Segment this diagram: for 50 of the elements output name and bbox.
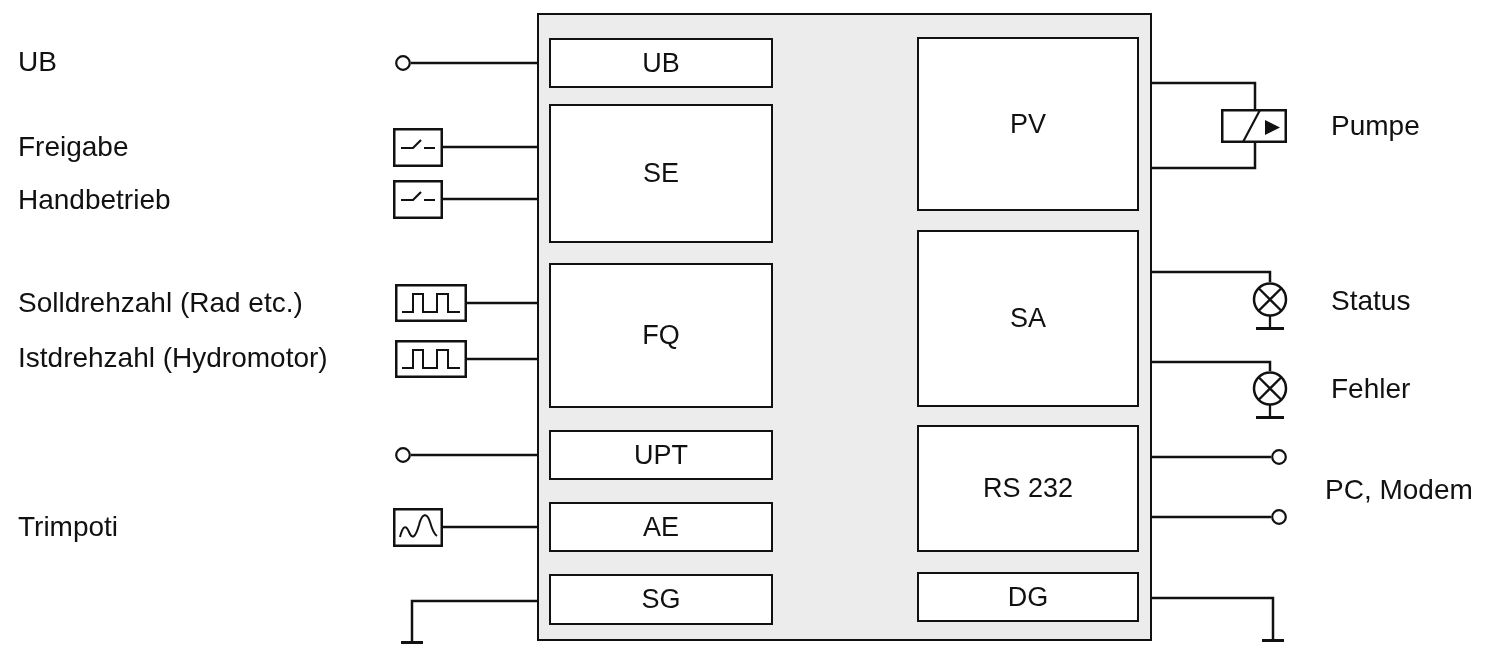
function-block: SE <box>549 104 773 243</box>
signal-label: Solldrehzahl (Rad etc.) <box>18 286 303 320</box>
signal-label: Handbetrieb <box>18 183 171 217</box>
switch-icon <box>393 128 443 167</box>
wire <box>1152 360 1272 371</box>
function-block: SA <box>917 230 1139 407</box>
pulse-signal-icon <box>395 340 467 378</box>
terminal-icon <box>1271 449 1287 465</box>
switch-icon <box>393 180 443 219</box>
signal-label: Fehler <box>1331 372 1411 406</box>
signal-label: PC, Modem <box>1325 473 1473 507</box>
function-block: RS 232 <box>917 425 1139 552</box>
signal-label: Status <box>1331 284 1411 318</box>
signal-label: Freigabe <box>18 130 129 164</box>
solenoid-valve-icon <box>1221 109 1287 143</box>
wire <box>411 453 537 457</box>
function-block: UPT <box>549 430 773 480</box>
signal-label: Trimpoti <box>18 510 119 544</box>
wire <box>1152 81 1257 109</box>
ground-icon <box>1261 626 1285 642</box>
wire <box>467 301 537 305</box>
terminal-icon <box>395 447 411 463</box>
wire <box>443 145 537 149</box>
terminal-icon <box>395 55 411 71</box>
pulse-signal-icon <box>395 284 467 322</box>
function-block: SG <box>549 574 773 625</box>
wire <box>1152 143 1257 170</box>
wire <box>443 525 537 529</box>
sine-signal-icon <box>393 508 443 547</box>
device-housing <box>537 13 1152 641</box>
function-block: UB <box>549 38 773 88</box>
function-block: PV <box>917 37 1139 211</box>
wire <box>1152 270 1272 282</box>
wire <box>411 61 537 65</box>
function-block: AE <box>549 502 773 552</box>
signal-label: UB <box>18 45 57 79</box>
lamp-icon <box>1250 282 1290 330</box>
lamp-icon <box>1250 371 1290 419</box>
wire <box>1152 515 1271 519</box>
terminal-icon <box>1271 509 1287 525</box>
wire <box>443 197 537 201</box>
wire <box>410 599 537 628</box>
function-block: FQ <box>549 263 773 408</box>
wire <box>467 357 537 361</box>
wire <box>1152 596 1275 626</box>
function-block: DG <box>917 572 1139 622</box>
wire <box>1152 455 1271 459</box>
signal-label: Istdrehzahl (Hydromotor) <box>18 341 328 375</box>
signal-label: Pumpe <box>1331 109 1420 143</box>
ground-icon <box>400 628 424 644</box>
